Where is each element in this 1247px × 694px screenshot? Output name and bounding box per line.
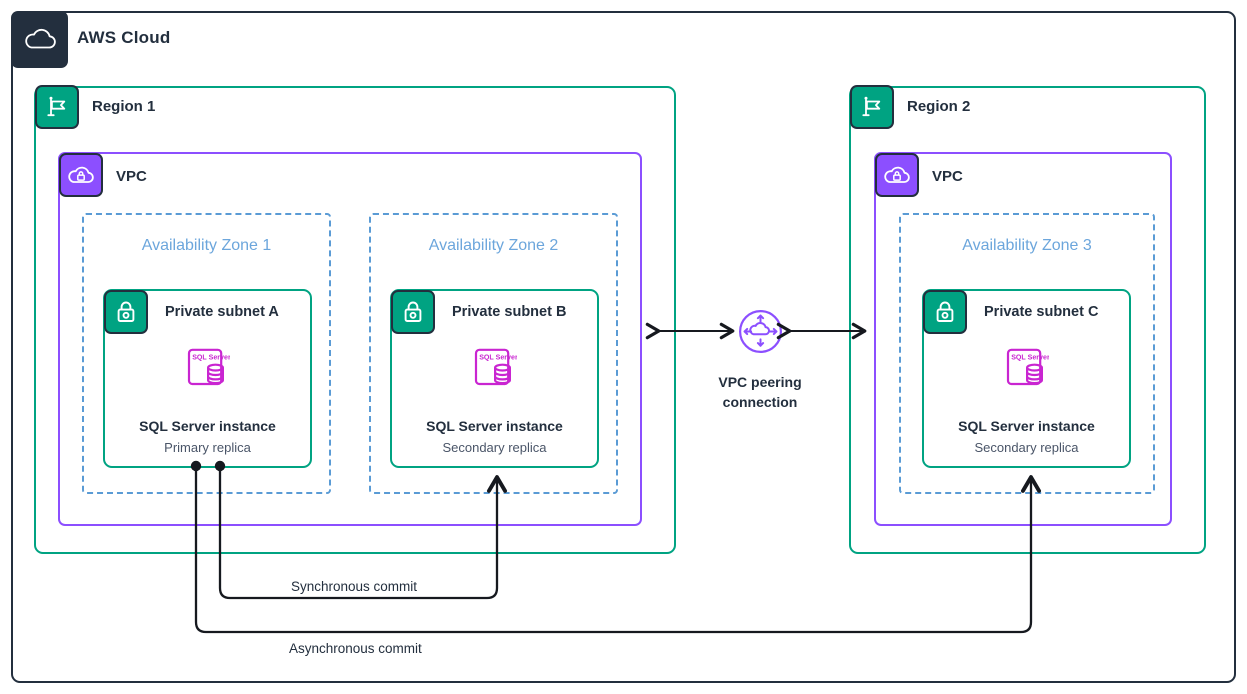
availability-zone-3-label: Availability Zone 3 (962, 237, 1092, 254)
private-subnet-lock-icon (104, 290, 148, 334)
private-subnet-c-label: Private subnet C (984, 304, 1099, 320)
sql-instance-role: Secondary replica (974, 440, 1079, 455)
private-subnet-a-label: Private subnet A (165, 304, 279, 320)
svg-text:SQL Server: SQL Server (192, 354, 230, 362)
private-subnet-b-label: Private subnet B (452, 304, 567, 320)
sql-instance-title: SQL Server instance (958, 418, 1095, 434)
sql-instance-title: SQL Server instance (139, 418, 276, 434)
private-subnet-lock-icon (391, 290, 435, 334)
vpc-cloud-lock-icon (59, 153, 103, 197)
region-flag-icon (35, 85, 79, 129)
region-1-vpc-label: VPC (116, 168, 147, 185)
vpc-peering-label-line1: VPC peering (718, 374, 802, 390)
region-flag-icon (850, 85, 894, 129)
region-2-label: Region 2 (907, 98, 971, 115)
asynchronous-commit-label: Asynchronous commit (289, 641, 422, 656)
vpc-peering-label: VPC peering connection (670, 372, 850, 413)
sql-server-icon: SQL Server (186, 348, 231, 395)
svg-text:SQL Server: SQL Server (479, 354, 517, 362)
sql-server-icon: SQL Server (1005, 348, 1050, 395)
sql-instance-role: Primary replica (164, 440, 251, 455)
page-title: AWS Cloud (77, 28, 171, 47)
availability-zone-1-label: Availability Zone 1 (141, 237, 272, 254)
sql-instance-role: Secondary replica (442, 440, 547, 455)
sql-instance-title: SQL Server instance (426, 418, 563, 434)
region-1-label: Region 1 (92, 98, 156, 115)
private-subnet-lock-icon (923, 290, 967, 334)
svg-text:SQL Server: SQL Server (1011, 354, 1049, 362)
region-2-vpc-label: VPC (932, 168, 963, 185)
vpc-peering-label-line2: connection (722, 394, 798, 411)
vpc-cloud-lock-icon (875, 153, 919, 197)
availability-zone-2-label: Availability Zone 2 (428, 237, 559, 254)
synchronous-commit-label: Synchronous commit (291, 579, 418, 594)
cloud-icon (11, 11, 68, 68)
sql-server-icon: SQL Server (473, 348, 518, 395)
vpc-peering-icon[interactable] (738, 309, 783, 359)
